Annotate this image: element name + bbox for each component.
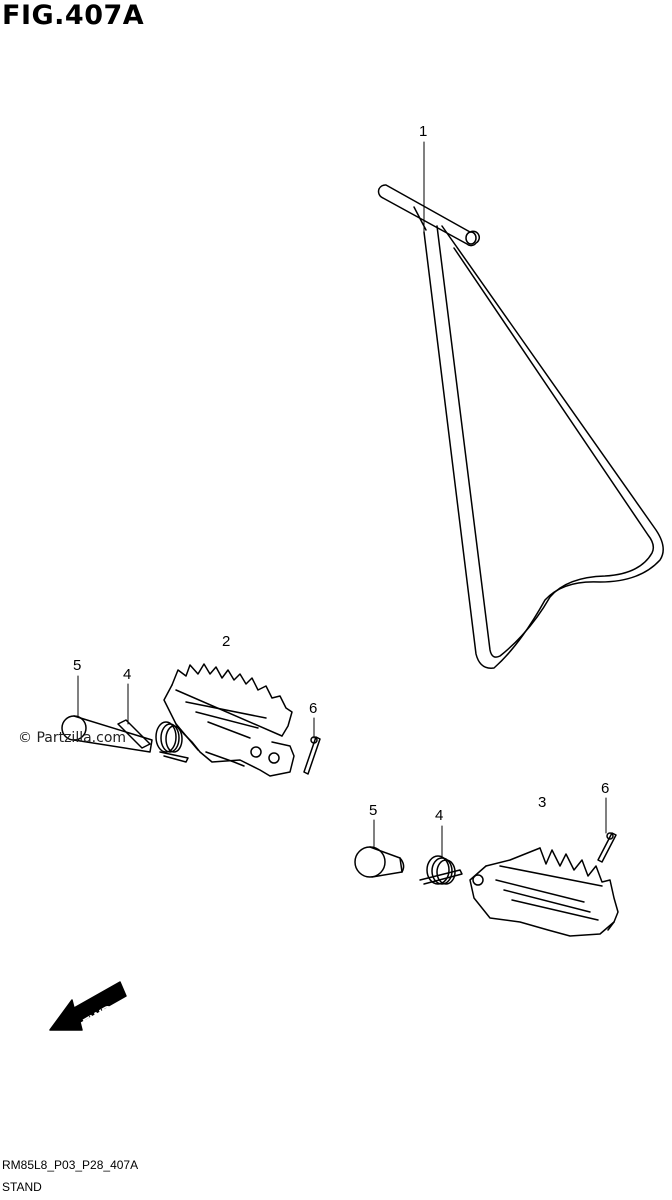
watermark-text: © Partzilla.com bbox=[18, 730, 127, 746]
leader-lines bbox=[77, 141, 607, 859]
cotter-pin-left[interactable] bbox=[303, 736, 321, 775]
callout-6-left: 6 bbox=[309, 700, 318, 717]
callout-3: 3 bbox=[538, 794, 547, 811]
pin-left[interactable] bbox=[61, 715, 153, 753]
callout-6-right: 6 bbox=[601, 780, 610, 797]
footer-code: RM85L8_P03_P28_407A bbox=[2, 1158, 139, 1172]
stand-frame-inner bbox=[436, 225, 655, 658]
callout-4-left: 4 bbox=[123, 666, 132, 683]
pin-right[interactable] bbox=[354, 846, 405, 878]
fwd-arrow: FWD bbox=[49, 981, 127, 1031]
figure-title: FIG.407A bbox=[2, 0, 145, 31]
cotter-pin-right[interactable] bbox=[597, 832, 617, 863]
stand-handle-end bbox=[465, 231, 477, 245]
callout-4-right: 4 bbox=[435, 807, 444, 824]
callout-1: 1 bbox=[419, 123, 428, 140]
washer-left[interactable] bbox=[117, 719, 151, 749]
stand-frame-outer bbox=[423, 225, 664, 669]
callout-5-left: 5 bbox=[73, 657, 82, 674]
stand-part-1[interactable] bbox=[377, 184, 664, 669]
step-part-2[interactable] bbox=[163, 663, 295, 777]
callout-2: 2 bbox=[222, 633, 231, 650]
step-part-3[interactable] bbox=[469, 847, 619, 937]
spring-right[interactable] bbox=[419, 855, 463, 885]
callout-5-right: 5 bbox=[369, 802, 378, 819]
footer-name: STAND bbox=[2, 1180, 42, 1194]
spring-left[interactable] bbox=[155, 721, 189, 763]
stand-handle-bar bbox=[377, 184, 480, 247]
